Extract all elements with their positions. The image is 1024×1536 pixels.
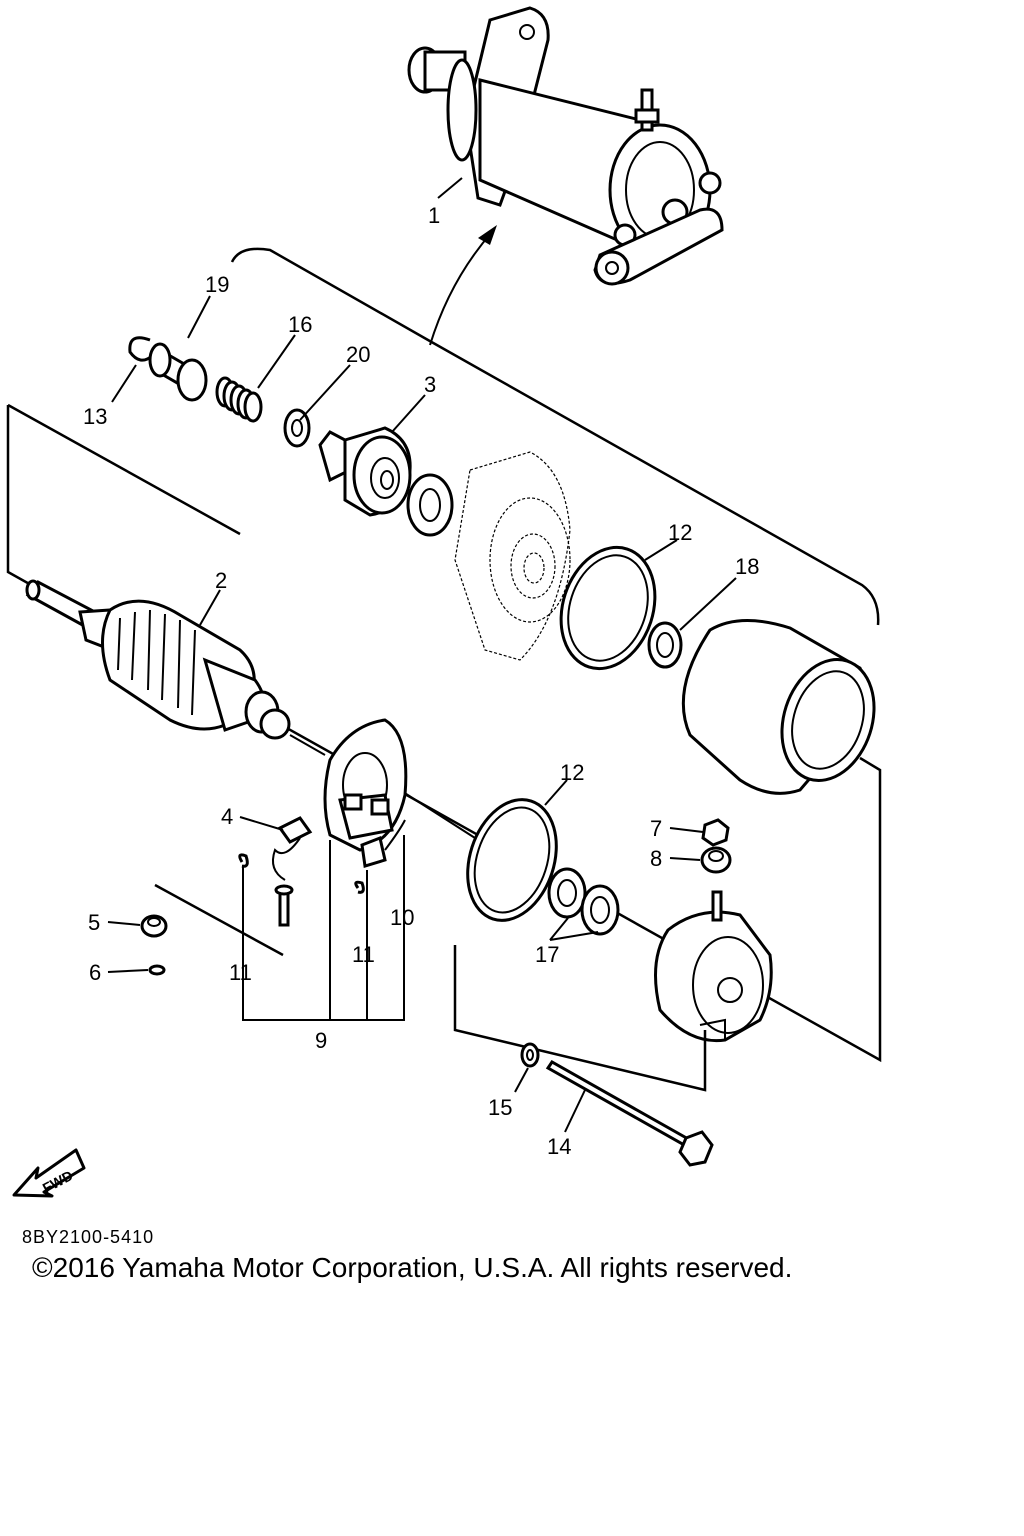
o-ring-part-12-upper (559, 545, 657, 671)
group-9-bracket (242, 835, 405, 1021)
thrust-washer (406, 473, 454, 537)
assembly-arrow (429, 231, 493, 346)
label-part-11-left: 11 (229, 960, 252, 985)
label-part-12-lower: 12 (560, 760, 584, 785)
washer-part-15 (520, 1042, 540, 1068)
label-part-5: 5 (88, 910, 100, 935)
brush-part-4 (272, 816, 313, 927)
frame-top-edge (7, 403, 241, 536)
label-part-12-upper: 12 (668, 520, 692, 545)
washer-part-20 (283, 408, 311, 448)
label-part-16: 16 (288, 312, 312, 337)
rear-cover (654, 890, 773, 1043)
axis-line-brush (399, 789, 476, 839)
nut-part-7 (701, 818, 730, 847)
label-part-13: 13 (83, 404, 107, 429)
starter-motor-assembly (407, 6, 724, 286)
spring-part-16 (215, 376, 263, 423)
label-part-19: 19 (205, 272, 229, 297)
label-part-14: 14 (547, 1134, 571, 1159)
yoke-housing (681, 619, 876, 795)
bolt-frame (453, 945, 707, 1092)
label-part-2: 2 (215, 568, 227, 593)
label-part-6: 6 (89, 960, 101, 985)
armature-part-2 (25, 579, 291, 740)
assembly-arrowhead (478, 225, 497, 245)
grommet-part-8 (700, 846, 732, 874)
brush-frame-top (154, 883, 284, 957)
circlip-part-13 (128, 336, 153, 362)
group-9-ticks (329, 840, 368, 1020)
leader-lines (107, 177, 737, 1133)
brush-plate (323, 718, 408, 852)
copyright-notice: ©2016 Yamaha Motor Corporation, U.S.A. A… (32, 1252, 793, 1283)
label-part-17: 17 (535, 942, 559, 967)
label-part-20: 20 (346, 342, 370, 367)
collar-part-19 (148, 342, 208, 402)
label-part-4: 4 (221, 804, 233, 829)
label-part-15: 15 (488, 1095, 512, 1120)
spring-part-11-right (354, 880, 365, 894)
through-bolt-part-14 (545, 1060, 714, 1167)
fwd-arrow-icon: FWD (12, 1148, 86, 1198)
label-part-8: 8 (650, 846, 662, 871)
label-part-10: 10 (390, 905, 414, 930)
brush-holder-part-10 (360, 819, 406, 868)
axis-line-armature (289, 734, 326, 756)
washers-part-17 (547, 867, 620, 936)
washer-part-6 (148, 964, 166, 976)
o-ring-part-12-lower (466, 798, 558, 922)
label-part-3: 3 (424, 372, 436, 397)
washer-part-18 (647, 621, 683, 669)
grommet-part-5 (140, 914, 168, 938)
exploded-view-frame (6, 405, 882, 1063)
front-cover-ghost (454, 451, 571, 661)
label-part-11-right: 11 (352, 942, 375, 967)
group-bracket (230, 247, 880, 626)
label-part-18: 18 (735, 554, 759, 579)
pinion-clutch-part-3 (318, 426, 412, 517)
label-part-7: 7 (650, 816, 662, 841)
label-part-1: 1 (428, 203, 440, 228)
spring-part-11-left (238, 853, 249, 868)
label-part-9: 9 (315, 1028, 327, 1053)
diagram-code: 8BY2100-5410 (22, 1227, 155, 1247)
